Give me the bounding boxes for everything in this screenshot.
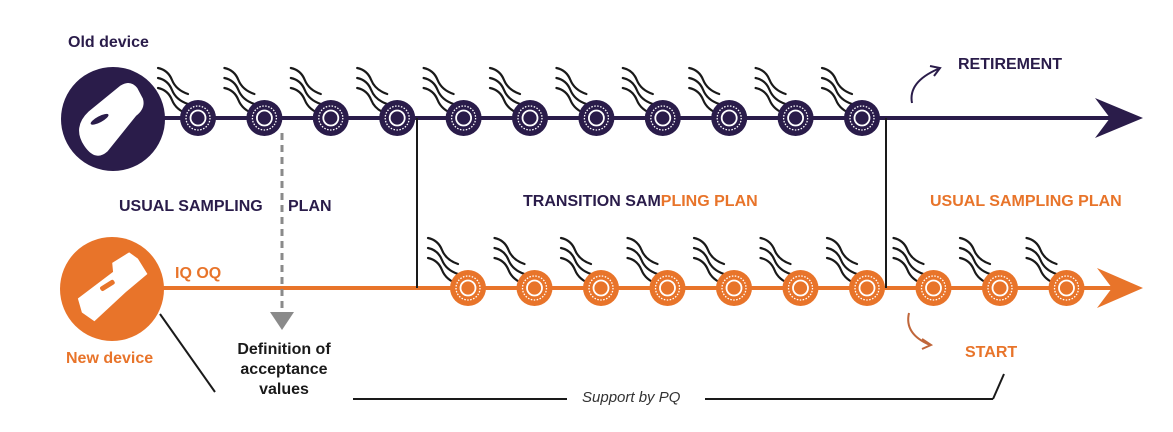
smell-waves-icon xyxy=(488,66,522,116)
new-device-sample xyxy=(649,270,686,306)
new-device-sample xyxy=(583,270,619,306)
acceptance-arrowhead xyxy=(270,312,294,330)
usual-sampling-plan-after-label: USUAL SAMPLING PLAN xyxy=(930,193,1122,210)
usual-sampling-plan-before-part2: PLAN xyxy=(288,198,332,215)
smell-waves-icon xyxy=(356,66,389,116)
retirement-label: RETIREMENT xyxy=(958,56,1062,73)
smell-waves-icon xyxy=(754,66,787,116)
smell-waves-icon xyxy=(223,66,256,116)
new-device-sample xyxy=(716,270,752,306)
smell-waves-icon xyxy=(688,66,721,116)
handheld-device-icon xyxy=(79,82,144,156)
transition-label-dark: TRANSITION SAM xyxy=(523,193,661,210)
smell-waves-icon xyxy=(493,236,526,286)
new-device-badge xyxy=(60,237,164,341)
old-device-sample xyxy=(312,100,349,136)
smell-waves-icon xyxy=(825,236,859,286)
new-device-sample xyxy=(450,270,486,306)
retirement-curved-arrow xyxy=(910,65,942,104)
smell-waves-icon xyxy=(426,236,460,286)
smell-waves-icon xyxy=(289,66,322,116)
start-curved-arrow xyxy=(907,312,934,350)
acceptance-line-3: values xyxy=(259,381,309,398)
new-device-sample xyxy=(982,270,1018,306)
handheld-device-icon xyxy=(77,252,148,322)
transition-label-orange: PLING PLAN xyxy=(660,193,758,210)
old-device-sample xyxy=(644,100,681,136)
acceptance-line-1: Definition of xyxy=(237,341,331,358)
smell-waves-icon xyxy=(892,236,925,286)
smell-waves-icon xyxy=(626,236,659,286)
acceptance-values-label: Definition of acceptance values xyxy=(222,340,346,400)
new-device-sample xyxy=(1048,270,1085,306)
support-by-pq-label: Support by PQ xyxy=(582,389,681,406)
old-device-sample xyxy=(180,100,216,136)
usual-sampling-plan-before-part1: USUAL SAMPLING xyxy=(119,198,263,215)
smell-waves-icon xyxy=(1025,236,1058,286)
old-device-sample xyxy=(711,100,748,136)
smell-waves-icon xyxy=(555,66,588,116)
new-timeline-arrowhead xyxy=(1097,268,1143,308)
iq-oq-label: IQ OQ xyxy=(175,265,222,282)
transition-sampling-plan-label: TRANSITION SAMPLING PLAN xyxy=(523,193,758,211)
old-device-sample xyxy=(777,100,814,136)
old-device-label: Old device xyxy=(68,34,149,51)
new-device-sample xyxy=(782,270,819,306)
old-device-sample xyxy=(512,100,548,136)
smell-waves-icon xyxy=(621,66,654,116)
old-device-sample xyxy=(445,100,482,136)
new-device-sample xyxy=(915,270,952,306)
start-label: START xyxy=(965,344,1018,361)
smell-waves-icon xyxy=(820,66,854,116)
acceptance-line-2: acceptance xyxy=(240,361,328,378)
old-device-sample xyxy=(578,100,615,136)
old-device-sample xyxy=(379,100,416,136)
smell-waves-icon xyxy=(559,236,593,286)
old-timeline-arrowhead xyxy=(1095,98,1143,138)
smell-waves-icon xyxy=(422,66,455,116)
smell-waves-icon xyxy=(958,236,992,286)
smell-waves-icon xyxy=(759,236,792,286)
old-device-badge xyxy=(61,67,165,171)
new-device-sample xyxy=(516,270,553,306)
pq-connector-left xyxy=(159,313,216,393)
new-device-label: New device xyxy=(66,350,154,367)
smell-waves-icon xyxy=(692,236,726,286)
old-device-sample xyxy=(246,100,283,136)
new-device-sample xyxy=(849,270,885,306)
old-device-sample xyxy=(844,100,880,136)
pq-connector-right xyxy=(992,373,1005,400)
